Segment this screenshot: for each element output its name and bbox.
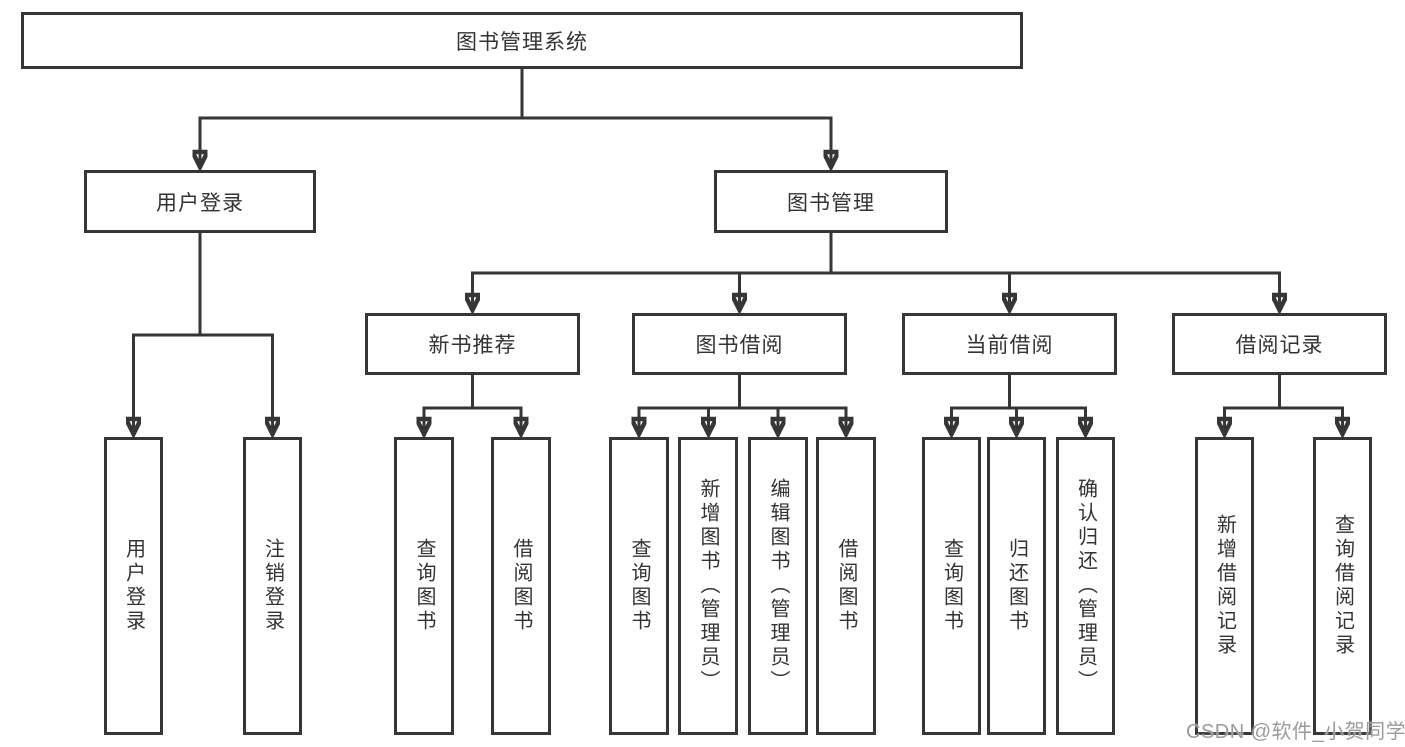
node-current-borrowing: 当前借阅 [902,313,1117,375]
connector-root-to-level2 [199,69,833,167]
leaf-query-borrow-record-label: 查询借阅记录 [1331,514,1354,658]
connector-book-borrow-to-leaves [638,375,848,434]
connector-current-borrow-to-leaves [950,375,1087,434]
leaf-query-books-current-label: 查询图书 [940,538,963,634]
connector-borrow-records-to-leaves [1223,375,1344,434]
leaf-borrow-books-recommend-label: 借阅图书 [510,538,532,634]
node-book-management: 图书管理 [714,170,948,233]
leaf-query-books-recommend-label: 查询图书 [413,538,435,634]
connector-new-book-to-leaves [423,375,523,434]
leaf-add-borrow-record: 新增借阅记录 [1195,437,1254,735]
leaf-logout-label: 注销登录 [261,538,284,634]
leaf-confirm-return-admin: 确认归还（管理员） [1056,437,1115,735]
node-book-borrowing: 图书借阅 [632,313,847,375]
leaf-query-books-current: 查询图书 [922,437,981,735]
leaf-borrow-books: 借阅图书 [816,437,876,735]
leaf-add-books-admin-label: 新增图书（管理员） [697,478,719,694]
leaf-query-books-borrow: 查询图书 [609,437,669,735]
leaf-logout: 注销登录 [243,437,302,735]
leaf-edit-books-admin: 编辑图书（管理员） [748,437,808,735]
leaf-add-borrow-record-label: 新增借阅记录 [1213,514,1236,658]
node-new-book-recommendation: 新书推荐 [365,313,580,375]
leaf-borrow-books-label: 借阅图书 [835,538,857,634]
node-user-login: 用户登录 [84,170,316,233]
leaf-borrow-books-recommend: 借阅图书 [491,437,551,735]
leaf-user-login: 用户登录 [104,437,163,735]
connector-book-management-to-level3 [471,233,1281,310]
leaf-query-borrow-record: 查询借阅记录 [1313,437,1372,735]
leaf-query-books-recommend: 查询图书 [394,437,454,735]
leaf-confirm-return-admin-label: 确认归还（管理员） [1074,478,1097,694]
leaf-return-books-label: 归还图书 [1005,538,1028,634]
leaf-query-books-borrow-label: 查询图书 [628,538,650,634]
leaf-user-login-label: 用户登录 [122,538,145,634]
leaf-add-books-admin: 新增图书（管理员） [678,437,738,735]
leaf-return-books: 归还图书 [987,437,1046,735]
leaf-edit-books-admin-label: 编辑图书（管理员） [767,478,789,694]
csdn-watermark: CSDN @软件_小贺同学 [1186,721,1405,743]
node-borrowing-records: 借阅记录 [1172,313,1387,375]
node-library-management-system: 图书管理系统 [21,12,1023,69]
connector-user-login-to-leaves [132,233,274,434]
